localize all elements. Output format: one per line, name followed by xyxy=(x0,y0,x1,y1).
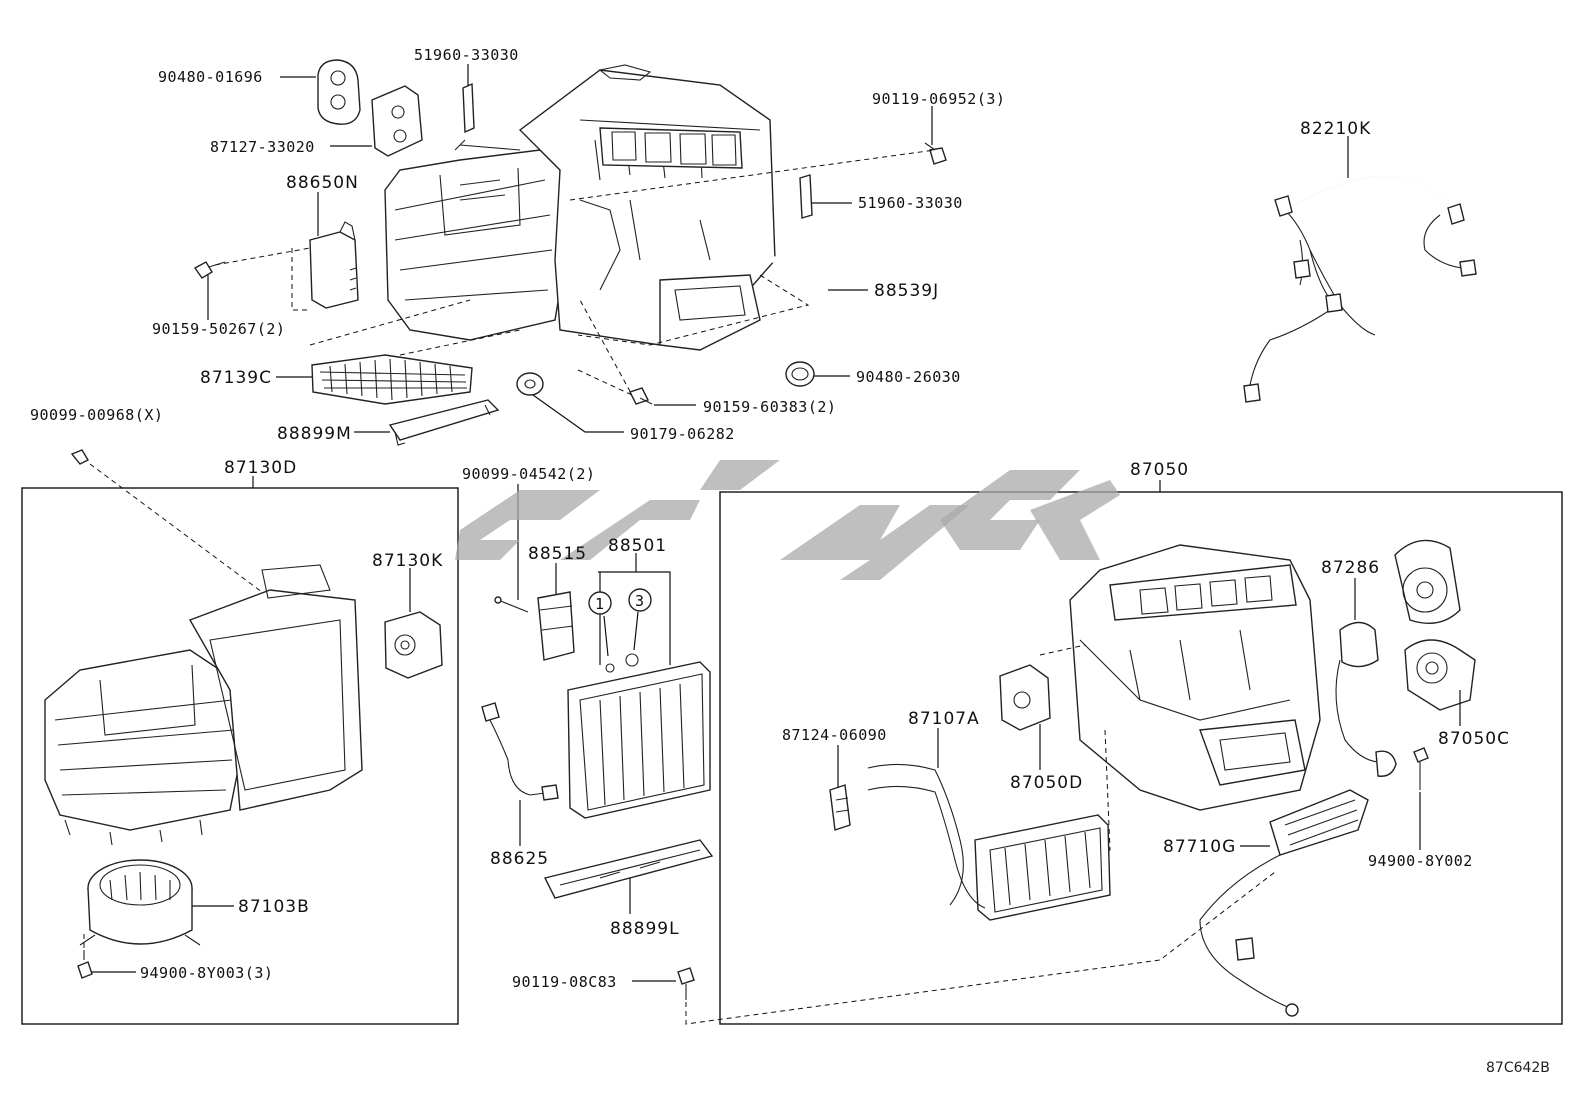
motor-87286 xyxy=(1335,621,1397,777)
label-87139C: 87139C xyxy=(200,368,272,388)
diagram-code: 87C642B xyxy=(1486,1060,1550,1076)
blower-case-87130D xyxy=(44,564,363,846)
screw-90159-50267 xyxy=(193,261,226,279)
expansion-valve-88515 xyxy=(537,591,575,661)
sensor-88625 xyxy=(481,702,559,801)
hose-88539J xyxy=(769,255,834,365)
label-90480-01696: 90480-01696 xyxy=(158,68,263,86)
label-88650N: 88650N xyxy=(286,173,359,193)
label-90480-26030: 90480-26030 xyxy=(856,368,961,386)
cover-88899L xyxy=(543,839,714,899)
grommet-90480-01696 xyxy=(317,59,361,125)
part-labels: 90480-01696 51960-33030 87127-33020 8865… xyxy=(30,46,1550,1076)
bolt-90099-04542 xyxy=(494,596,529,613)
label-87124-06090: 87124-06090 xyxy=(782,726,887,744)
label-90119-06952: 90119-06952(3) xyxy=(872,90,1005,108)
nut-90179-06282 xyxy=(516,372,544,396)
label-88515: 88515 xyxy=(528,544,587,564)
group-box-87050 xyxy=(719,491,1563,1025)
blower-motor-87103B xyxy=(79,859,201,946)
servo-motor-87130K xyxy=(384,611,443,679)
grommet-90480-26030 xyxy=(785,361,815,387)
label-90099-00968: 90099-00968(X) xyxy=(30,406,163,424)
label-87286: 87286 xyxy=(1321,558,1380,578)
screw-90119-06952 xyxy=(924,142,947,165)
label-51960-33030-right: 51960-33030 xyxy=(858,194,963,212)
label-94900-8Y003: 94900-8Y003(3) xyxy=(140,964,273,982)
circle-marker-1 xyxy=(588,591,612,615)
circle-marker-3 xyxy=(628,588,652,612)
label-87050: 87050 xyxy=(1130,460,1189,480)
label-87107A: 87107A xyxy=(908,709,980,729)
duct-87710G xyxy=(1199,789,1369,1017)
label-88899M: 88899M xyxy=(277,424,352,444)
cover-88899M xyxy=(388,399,500,446)
screw-94900-8Y002 xyxy=(1413,747,1429,790)
label-51960-33030-top: 51960-33030 xyxy=(414,46,519,64)
label-87130K: 87130K xyxy=(372,551,443,571)
label-88899L: 88899L xyxy=(610,919,680,939)
evaporator-88501 xyxy=(567,653,711,819)
group-box-87130D xyxy=(21,487,459,1025)
label-88501: 88501 xyxy=(608,536,667,556)
heater-case-87050 xyxy=(1069,544,1321,811)
servo-motor-87050D xyxy=(999,664,1051,731)
label-87127-33020: 87127-33020 xyxy=(210,138,315,156)
amplifier-88650N xyxy=(309,221,359,309)
circle-label-3: 3 xyxy=(635,592,645,610)
label-90179-06282: 90179-06282 xyxy=(630,425,735,443)
seal-87127-33020 xyxy=(371,85,423,157)
filter-87139C xyxy=(311,354,473,405)
screw-90159-60383 xyxy=(629,387,653,405)
screw-94900-8Y003 xyxy=(77,950,93,979)
watermark-logo xyxy=(455,460,1120,580)
label-90099-04542: 90099-04542(2) xyxy=(462,465,595,483)
circle-label-1: 1 xyxy=(595,595,605,613)
label-90119-08C83: 90119-08C83 xyxy=(512,973,617,991)
label-87050D: 87050D xyxy=(1010,773,1083,793)
label-82210K: 82210K xyxy=(1300,119,1371,139)
clip-90099-00968 xyxy=(70,449,89,465)
label-51960-33030-top xyxy=(462,82,475,134)
label-88539J: 88539J xyxy=(874,281,939,301)
label-87103B: 87103B xyxy=(238,897,310,917)
label-88625: 88625 xyxy=(490,849,549,869)
label-87710G: 87710G xyxy=(1163,837,1236,857)
label-90159-60383: 90159-60383(2) xyxy=(703,398,836,416)
label-87050C: 87050C xyxy=(1438,729,1510,749)
label-51960-33030-right xyxy=(799,174,813,219)
heater-core-87107A xyxy=(867,763,1111,921)
label-90159-50267: 90159-50267(2) xyxy=(152,320,285,338)
screw-90119-08C83 xyxy=(677,967,695,1000)
label-94900-8Y002: 94900-8Y002 xyxy=(1368,852,1473,870)
blower-assembly-87050C xyxy=(1394,539,1476,711)
wire-harness-82210K xyxy=(1243,175,1477,403)
hvac-unit-assembly-top xyxy=(384,64,776,351)
clamp-87124-06090 xyxy=(829,784,851,831)
label-87130D: 87130D xyxy=(224,458,297,478)
